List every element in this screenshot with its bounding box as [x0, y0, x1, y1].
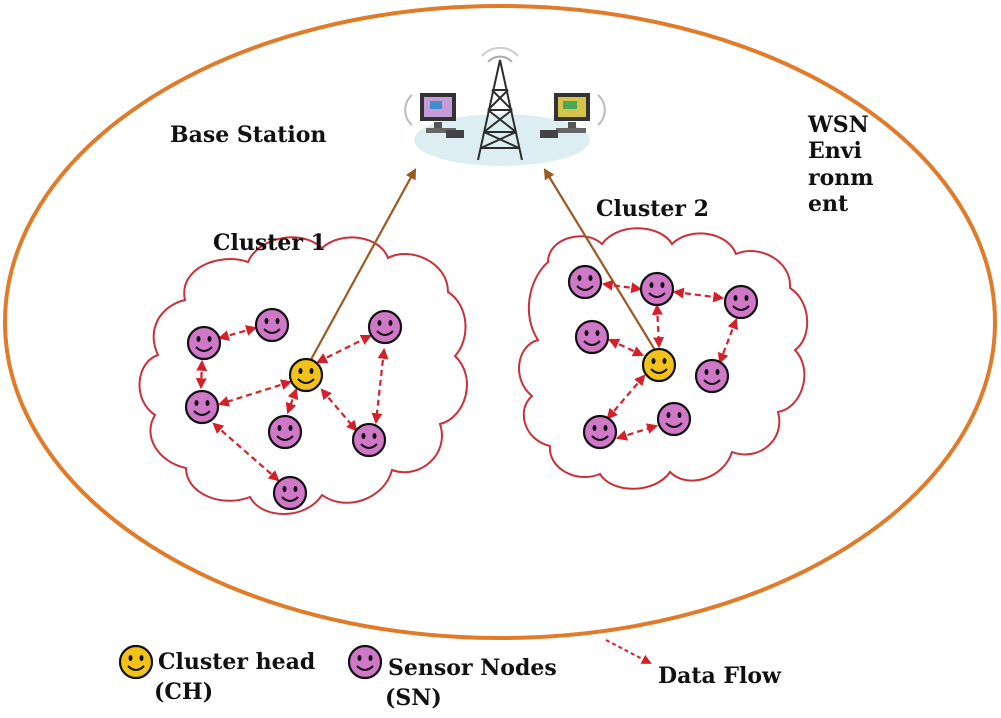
legend-cluster-head-abbr: (CH)	[154, 679, 214, 705]
cluster1-cloud	[138, 236, 468, 515]
cluster-head	[641, 347, 677, 383]
sensor-node	[639, 271, 675, 307]
legend-cluster-head-icon	[118, 644, 154, 680]
environment-label-line: ronm	[808, 164, 874, 191]
legend-cluster-head-label: Cluster head	[158, 649, 316, 675]
uplink-arrow-cluster2	[543, 168, 659, 356]
desktop-computer-icon	[404, 93, 464, 138]
cell-tower-icon	[477, 46, 523, 161]
base-station-icon	[404, 46, 606, 166]
sensor-node	[272, 475, 308, 511]
sensor-node	[723, 284, 759, 320]
cluster-head	[288, 357, 324, 393]
sensor-node	[582, 414, 618, 450]
legend-data-flow-line	[605, 639, 652, 664]
sensor-node	[656, 401, 692, 437]
sensor-node	[367, 309, 403, 345]
environment-label-line: Envi	[808, 138, 862, 165]
sensor-node	[351, 422, 387, 458]
sensor-node	[186, 325, 222, 361]
uplink-arrow-cluster1	[307, 168, 417, 366]
sensor-node	[694, 358, 730, 394]
desktop-computer-icon	[540, 93, 606, 138]
sensor-node	[254, 307, 290, 343]
environment-label-line: WSN	[808, 112, 869, 138]
environment-label-line: ent	[808, 191, 849, 218]
sensor-node	[267, 414, 303, 450]
legend-sensor-nodes-abbr: (SN)	[385, 685, 442, 711]
cluster1-data-flows	[195, 325, 389, 482]
base-station-label: Base Station	[170, 122, 327, 148]
cluster2-cloud	[518, 227, 809, 490]
sensor-node	[567, 264, 603, 300]
legend-icons	[118, 639, 652, 680]
sensor-node	[574, 319, 610, 355]
cluster2-label: Cluster 2	[596, 196, 709, 222]
sensor-node	[184, 389, 220, 425]
cluster2-nodes	[567, 264, 759, 450]
environment-label: WSN Envi ronm ent	[808, 112, 874, 218]
cluster1-label: Cluster 1	[213, 230, 326, 256]
environment-boundary	[3, 4, 997, 640]
legend-data-flow-label: Data Flow	[658, 663, 781, 689]
cluster1-nodes	[184, 307, 403, 511]
legend-sensor-node-icon	[347, 644, 383, 680]
legend-sensor-nodes-label: Sensor Nodes	[388, 655, 557, 681]
cluster2-data-flows	[601, 279, 739, 441]
